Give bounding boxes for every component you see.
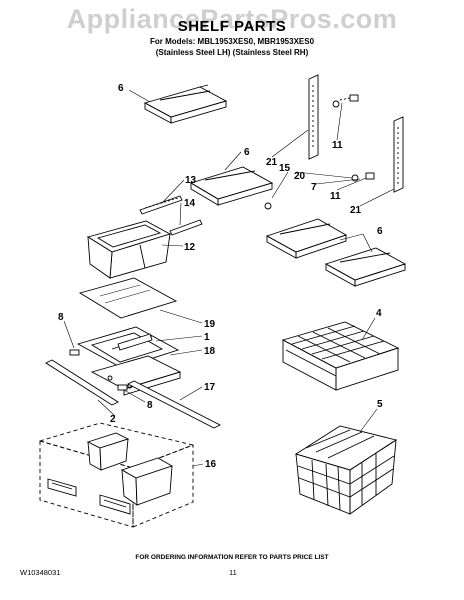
crisper-trim-left: [45, 359, 119, 406]
callout-11-upper: 11: [332, 140, 343, 151]
callout-15: 15: [279, 163, 291, 174]
crisper-pan: [86, 220, 172, 279]
callout-19: 19: [204, 319, 216, 330]
glass-shelf-middle: [189, 166, 274, 206]
shelf-rail-left: [308, 74, 319, 160]
storage-bin-right: [120, 457, 174, 506]
clip-8-right: [117, 384, 128, 391]
callout-5: 5: [377, 399, 383, 410]
wire-basket-upper: [281, 321, 400, 391]
crisper-cover-glass: [78, 277, 178, 319]
glass-shelf-right-lower: [324, 247, 407, 287]
callout-16: 16: [205, 459, 217, 470]
humidity-tray: [90, 355, 182, 396]
rail-clip-upper: [339, 94, 359, 102]
callout-21-right: 21: [350, 205, 362, 216]
callout-17: 17: [204, 382, 216, 393]
document-number: W10348031: [20, 568, 61, 577]
crisper-slide-upper: [139, 195, 183, 215]
callout-8-right: 8: [147, 400, 153, 411]
glass-shelf-upper: [143, 84, 228, 124]
crisper-slide-lower: [169, 219, 203, 236]
storage-bin-left: [86, 432, 130, 471]
bin-handle-left: [47, 478, 77, 497]
callout-21-left: 21: [266, 157, 278, 168]
leader-lines: [63, 89, 395, 467]
callout-13: 13: [185, 175, 197, 186]
glass-shelf-right-upper: [265, 218, 348, 259]
crisper-trim-right: [127, 380, 221, 429]
crisper-frame: [76, 326, 180, 369]
callout-14: 14: [184, 198, 196, 209]
callout-11-lower: 11: [330, 191, 341, 202]
clip-8-left: [69, 349, 80, 356]
callout-2: 2: [110, 414, 116, 425]
watermark: AppliancePartsPros.com: [66, 4, 398, 34]
model-variants: (Stainless Steel LH) (Stainless Steel RH…: [155, 48, 309, 57]
shelf-rail-right: [393, 116, 404, 193]
callout-4: 4: [376, 308, 382, 319]
wire-basket-lower: [294, 425, 398, 515]
ordering-note: FOR ORDERING INFORMATION REFER TO PARTS …: [135, 554, 329, 561]
screw-15: [264, 202, 272, 210]
callout-18: 18: [204, 346, 216, 357]
callout-8-left: 8: [58, 312, 64, 323]
rail-clip-lower: [365, 172, 375, 180]
callout-1: 1: [204, 332, 210, 343]
callout-7: 7: [311, 182, 317, 193]
callout-12: 12: [184, 242, 196, 253]
screw-upper: [332, 100, 340, 108]
model-list: For Models: MBL1953XES0, MBR1953XES0: [149, 37, 315, 46]
callout-6-right: 6: [377, 226, 383, 237]
page-number: 11: [229, 568, 237, 577]
callout-6-upper: 6: [118, 83, 124, 94]
callout-20: 20: [294, 171, 306, 182]
bin-handle-right: [99, 494, 131, 515]
callout-6-middle: 6: [244, 147, 250, 158]
page-title: SHELF PARTS: [177, 18, 287, 35]
